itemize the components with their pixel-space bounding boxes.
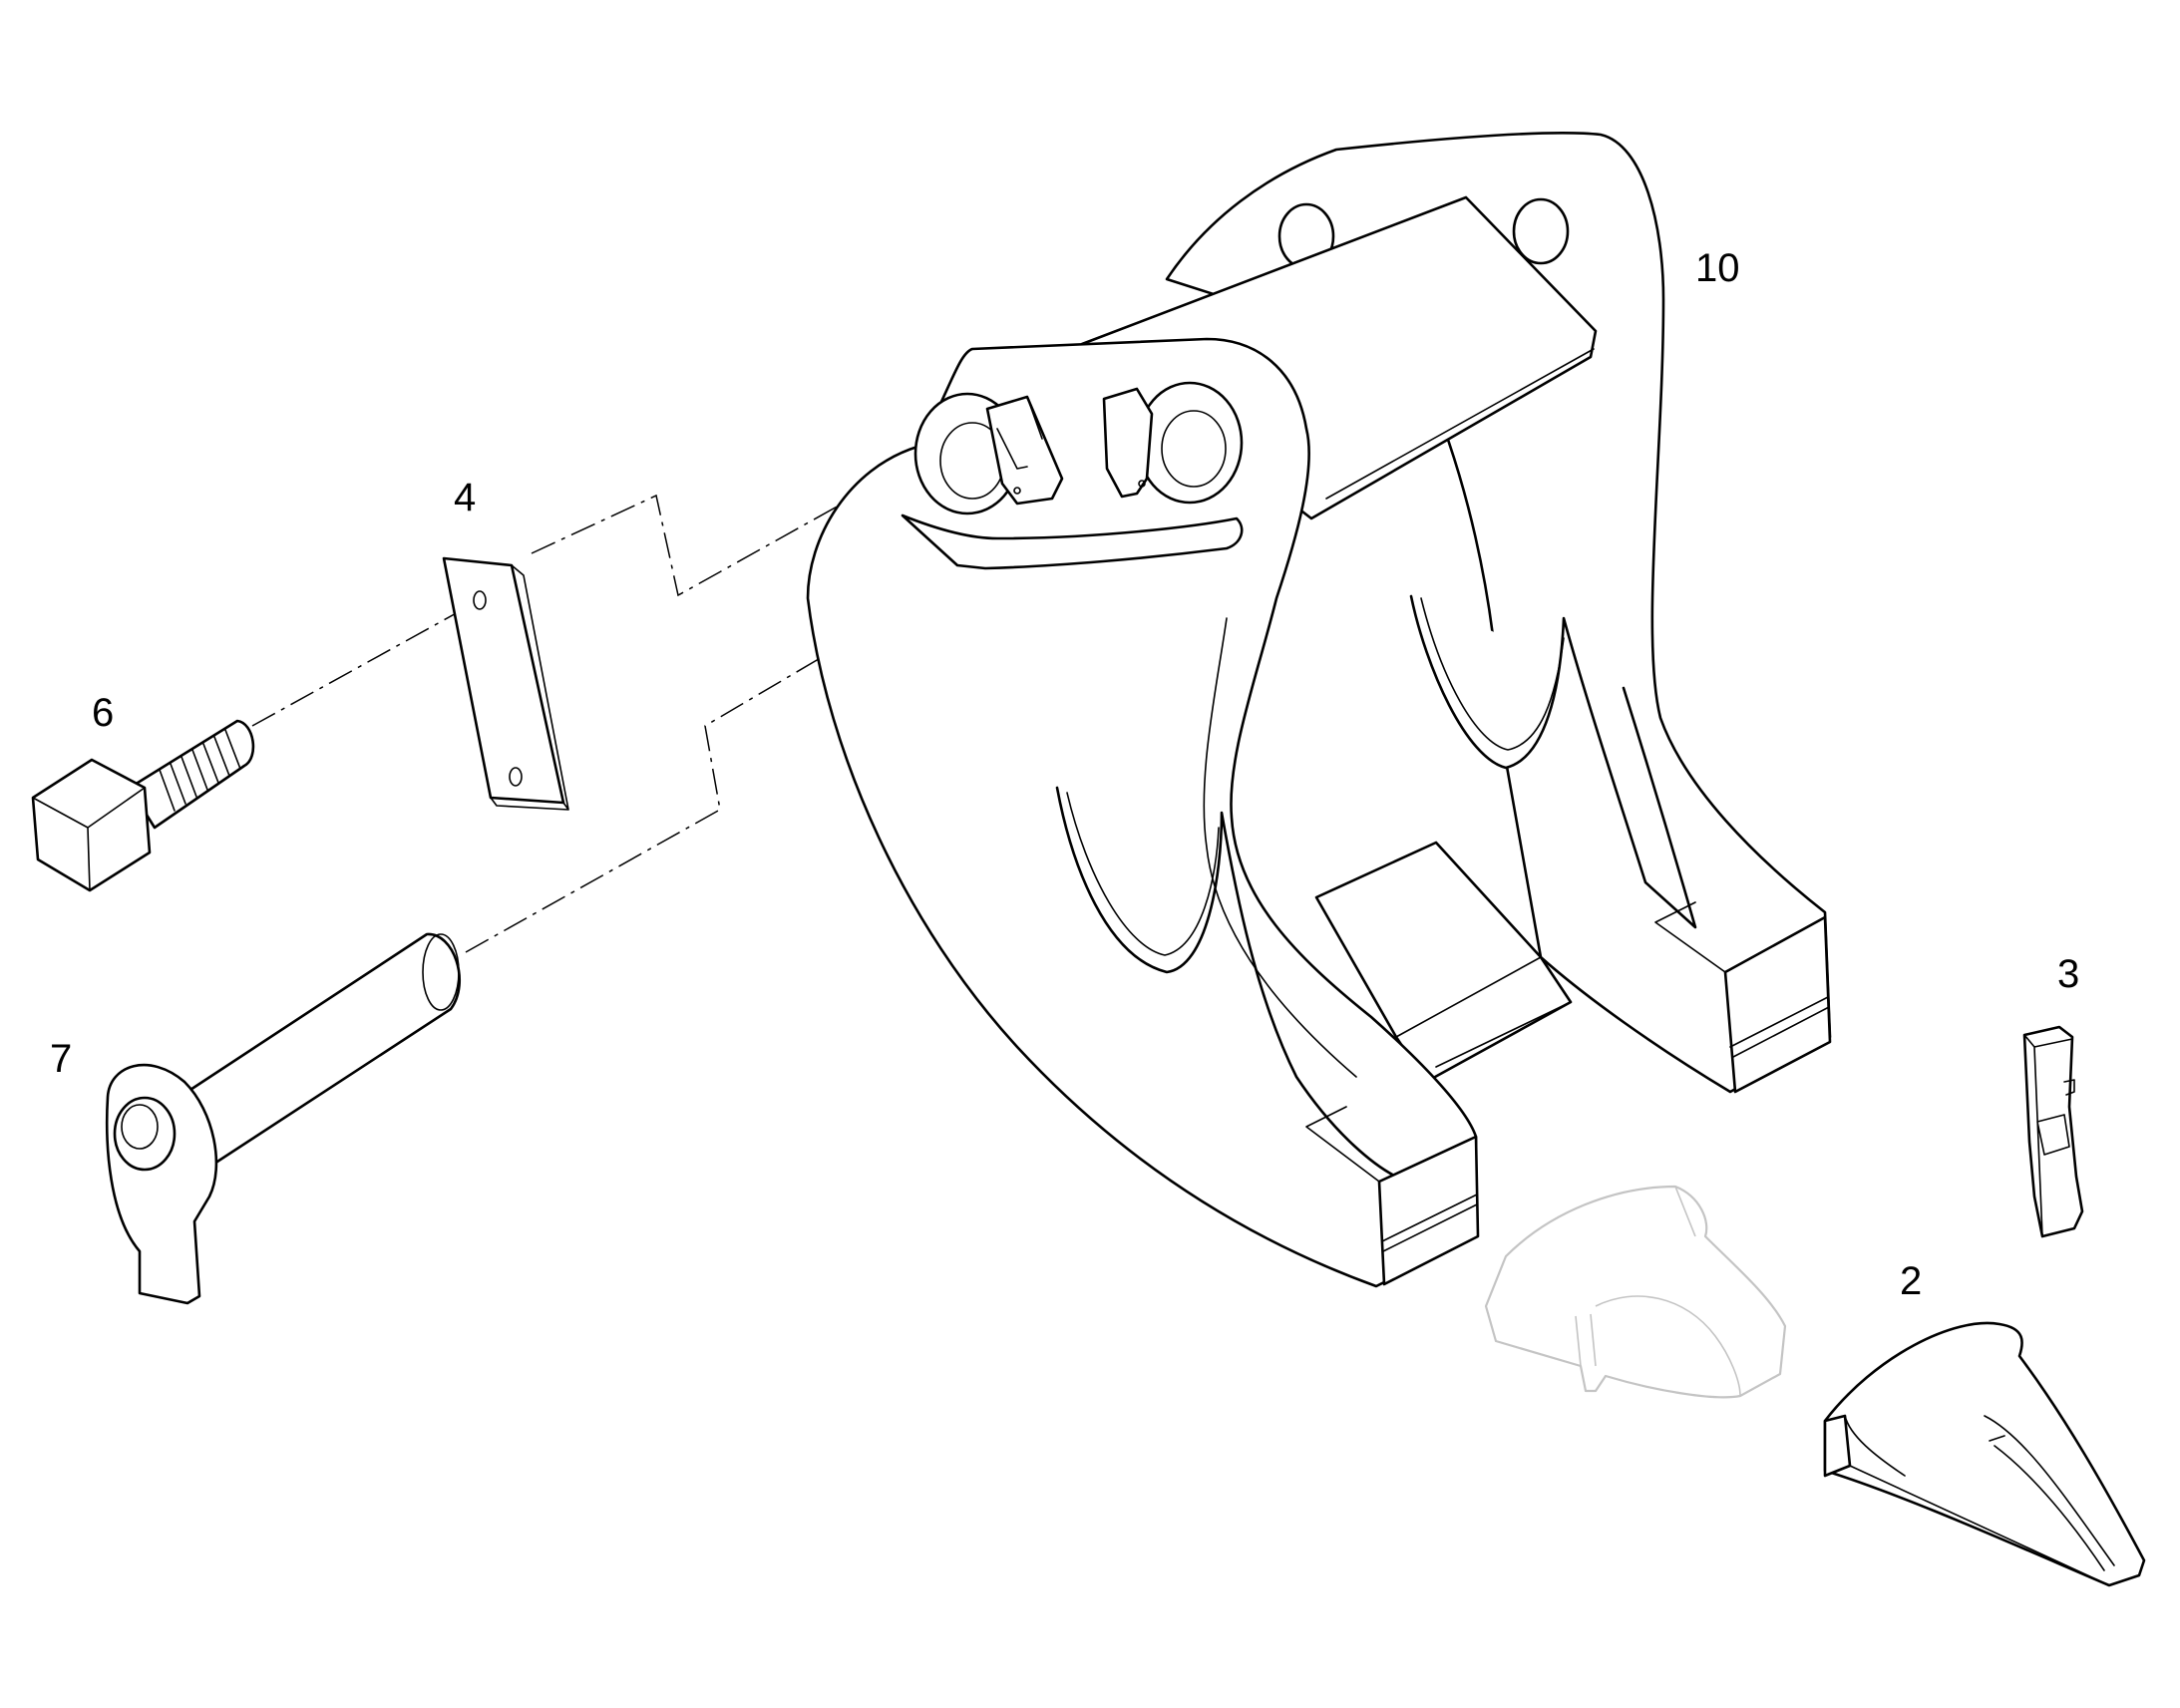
front-side-plate xyxy=(806,337,1478,1288)
bolt-shank xyxy=(128,719,255,830)
tooth-adapter-ghost xyxy=(1484,1185,1787,1399)
pin-shaft xyxy=(163,932,461,1179)
pin-head-bore xyxy=(121,1104,159,1150)
retainer-plate-hole-bottom xyxy=(509,767,523,787)
pin-handle xyxy=(105,1063,218,1305)
bolt-head-facets xyxy=(32,787,146,891)
retainer-plate-hole-top xyxy=(473,590,487,610)
front-tine-inner xyxy=(1066,792,1220,956)
pin-shaft-end xyxy=(422,933,460,1011)
callout-7: 7 xyxy=(50,1037,72,1081)
stiffener-rib xyxy=(901,513,1244,570)
locking-clip-details xyxy=(2023,1034,2075,1237)
locking-pin xyxy=(105,932,461,1305)
tooth-adapter-ghost-lines xyxy=(1575,1186,1741,1397)
rear-plate-hole-right xyxy=(1512,197,1570,265)
locking-clip xyxy=(2022,1025,2084,1238)
front-plate-inner-contour xyxy=(1203,617,1357,1078)
callout-4: 4 xyxy=(454,476,476,519)
rear-tine xyxy=(1409,594,1697,929)
front-tine xyxy=(1055,786,1398,1179)
front-tine-tip-lines xyxy=(1305,1106,1478,1252)
leader-pin-to-bracket xyxy=(465,440,1191,953)
tooth-body xyxy=(1823,1321,2146,1587)
bolt-thread xyxy=(159,729,241,812)
retainer-plate-side xyxy=(490,564,569,811)
floor-plate-edge xyxy=(1395,956,1572,1068)
callout-2: 2 xyxy=(1900,1259,1922,1303)
callout-3: 3 xyxy=(2057,952,2079,996)
retainer-plate xyxy=(442,556,569,811)
tooth-shoulder xyxy=(1823,1414,1852,1478)
front-tine-tip xyxy=(1377,1135,1480,1286)
cross-tube-edge xyxy=(1325,196,1597,500)
front-boss-right-bore xyxy=(1161,410,1227,488)
rear-tine-inner xyxy=(1420,597,1565,751)
hex-bolt xyxy=(31,719,255,892)
locking-clip-body xyxy=(2022,1025,2084,1238)
tooth-adapter-ghost-body xyxy=(1484,1185,1787,1399)
tooth xyxy=(1823,1321,2146,1587)
pin-head-collar xyxy=(113,1096,177,1172)
callout-6: 6 xyxy=(92,691,114,735)
clip-bracket-left-lines xyxy=(996,396,1043,470)
retainer-plate-face xyxy=(442,556,565,805)
tooth-details xyxy=(1844,1415,2115,1586)
bucket-body xyxy=(806,132,1832,1288)
rear-tine-tip-lines xyxy=(1654,901,1830,1058)
leader-bolt-to-plate xyxy=(251,599,481,727)
clip-bracket-right-hole xyxy=(1138,480,1146,488)
clip-bracket-left-hole xyxy=(1013,487,1021,495)
callout-10: 10 xyxy=(1695,246,1740,290)
